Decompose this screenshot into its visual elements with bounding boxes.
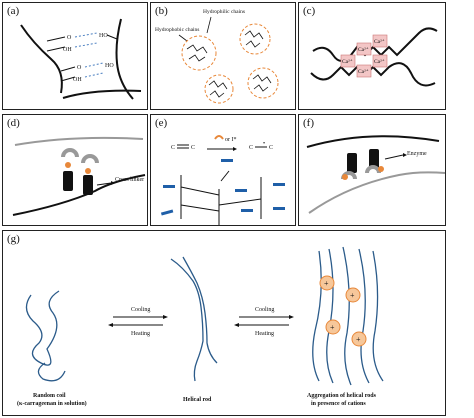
hydroxyl-oh-2: OH xyxy=(73,77,82,83)
hydroxyl-ho: HO xyxy=(99,33,108,39)
svg-text:C: C xyxy=(249,145,253,151)
panel-label: (a) xyxy=(7,5,20,17)
panel-e: (e) C C or I* C C • xyxy=(150,114,296,226)
panel-label: (b) xyxy=(155,5,168,17)
svg-text:C: C xyxy=(171,145,175,151)
random-coil-sublabel: (κ-carrageenan in solution) xyxy=(17,400,87,407)
panel-label: (f) xyxy=(303,117,314,129)
hydrophilic-label: Hydrophilic chains xyxy=(203,9,245,15)
svg-text:+: + xyxy=(330,323,335,332)
aggregation-label-line2: in presence of cations xyxy=(311,401,366,407)
panel-label: (d) xyxy=(7,117,20,129)
svg-text:Ca²⁺: Ca²⁺ xyxy=(342,59,353,65)
svg-text:Ca²⁺: Ca²⁺ xyxy=(374,59,385,65)
cooling-label-2: Cooling xyxy=(255,307,274,313)
svg-text:C: C xyxy=(269,145,273,151)
panel-f: (f) Enzyme xyxy=(298,114,446,226)
heating-label-1: Heating xyxy=(131,331,150,337)
svg-text:+: + xyxy=(324,279,329,288)
calcium-ion: Ca²⁺ xyxy=(372,54,388,68)
enzyme-crosslink-diagram: Enzyme xyxy=(306,135,446,214)
micelle xyxy=(247,67,279,99)
cross-linker-diagram: Cross linker xyxy=(12,136,146,216)
helical-rod-label: Helical rod xyxy=(183,397,212,403)
svg-text:+: + xyxy=(350,291,355,300)
micelle xyxy=(239,23,271,55)
carbonyl-o-2: O xyxy=(77,65,82,71)
calcium-ion: Ca²⁺ xyxy=(340,54,356,68)
cation: + xyxy=(345,287,361,303)
random-coil-label: Random coil xyxy=(33,393,66,399)
svg-text:Ca²⁺: Ca²⁺ xyxy=(374,39,385,45)
enzyme-label: Enzyme xyxy=(407,151,427,157)
svg-text:C: C xyxy=(191,145,195,151)
cation: + xyxy=(319,275,335,291)
svg-text:+: + xyxy=(356,335,361,344)
aggregated-rods xyxy=(312,246,384,386)
panel-a: (a) O OH HO O OH HO xyxy=(2,2,148,110)
calcium-ion: Ca²⁺ xyxy=(372,34,388,48)
panel-b: (b) Hydrophilic chains Hydrophobic chain… xyxy=(150,2,296,110)
panel-label: (e) xyxy=(155,117,168,129)
cooling-label-1: Cooling xyxy=(131,307,150,313)
micelle-diagram: Hydrophilic chains Hydrophobic chains xyxy=(155,9,279,104)
hydrophobic-label: Hydrophobic chains xyxy=(155,27,199,33)
cross-linker-label: Cross linker xyxy=(115,177,144,183)
calcium-ion: Ca²⁺ xyxy=(356,42,372,56)
svg-text:Ca²⁺: Ca²⁺ xyxy=(358,47,369,53)
egg-box-diagram: Ca²⁺ Ca²⁺ Ca²⁺ Ca²⁺ Ca²⁺ xyxy=(310,27,438,87)
initiator-label: or I* xyxy=(225,137,237,143)
random-coil xyxy=(25,290,66,382)
svg-text:•: • xyxy=(263,141,265,147)
panel-d: (d) Cross linker xyxy=(2,114,148,226)
svg-text:Ca²⁺: Ca²⁺ xyxy=(358,69,369,75)
heating-label-2: Heating xyxy=(255,331,274,337)
hydrogen-bond-diagram: O OH HO O OH HO xyxy=(20,18,142,100)
cation: + xyxy=(351,331,367,347)
calcium-ion: Ca²⁺ xyxy=(356,64,372,78)
aggregation-label-line1: Aggregation of helical rods xyxy=(307,393,377,399)
hydroxyl-oh: OH xyxy=(63,47,72,53)
micelle xyxy=(204,74,234,104)
carrageenan-gelation-diagram: Cooling Heating Cooling Heating + + + + … xyxy=(17,246,384,407)
polymer-network xyxy=(160,175,285,225)
hydroxyl-ho-2: HO xyxy=(105,63,114,69)
micelle xyxy=(181,35,217,71)
panel-label: (c) xyxy=(303,5,316,17)
panel-label: (g) xyxy=(7,233,20,245)
radical-polymerization-diagram: C C or I* C C • xyxy=(160,135,285,225)
helical-rod xyxy=(170,256,218,382)
cation: + xyxy=(325,319,341,335)
carbonyl-o: O xyxy=(67,35,72,41)
panel-c: (c) Ca²⁺ Ca²⁺ Ca²⁺ Ca²⁺ Ca²⁺ xyxy=(298,2,446,110)
panel-g: (g) Cooling Heating Cooling Heating + + … xyxy=(2,230,446,416)
